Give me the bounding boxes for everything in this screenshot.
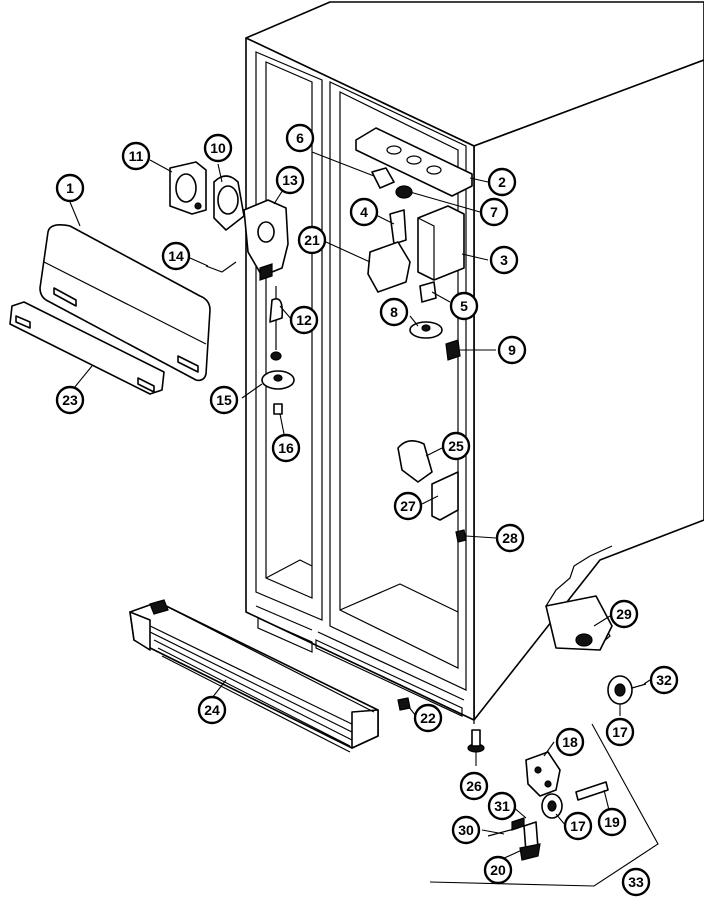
callout-2: 2: [487, 167, 517, 197]
wire-clip-14: [205, 261, 237, 273]
screw-28: [455, 529, 467, 543]
toe-grille: [129, 599, 379, 753]
callout-32: 32: [649, 665, 679, 695]
rear-cabinet-corner: [545, 545, 613, 651]
hinge-assembly: [487, 751, 609, 861]
svg-text:28: 28: [502, 530, 518, 546]
callout-26: 26: [459, 771, 489, 801]
svg-text:27: 27: [400, 498, 416, 514]
callout-22: 22: [413, 703, 443, 733]
air-duct-13: [243, 199, 289, 281]
svg-text:30: 30: [458, 822, 474, 838]
svg-text:31: 31: [494, 798, 510, 814]
callout-16: 16: [271, 433, 301, 463]
svg-text:11: 11: [129, 148, 144, 164]
socket-6: [371, 167, 395, 189]
light-bracket-27: [431, 471, 459, 521]
screw-16: [273, 403, 283, 415]
callout-6: 6: [285, 123, 315, 153]
callout-10: 10: [203, 133, 233, 163]
svg-text:17: 17: [612, 724, 628, 740]
svg-text:18: 18: [562, 734, 578, 750]
callout-27: 27: [393, 491, 423, 521]
callout-24: 24: [197, 695, 227, 725]
trim-strip: [9, 301, 165, 395]
thermostat-21: [367, 241, 411, 293]
svg-text:7: 7: [490, 204, 498, 220]
small-screw-22: [397, 697, 411, 711]
svg-text:20: 20: [490, 862, 506, 878]
svg-text:14: 14: [168, 248, 184, 264]
switch-4: [389, 209, 407, 245]
svg-text:15: 15: [216, 392, 232, 408]
terminal-5: [419, 281, 437, 303]
damper-part-10: [213, 175, 245, 231]
svg-text:24: 24: [204, 702, 220, 718]
callout-3: 3: [489, 245, 519, 275]
callout-8: 8: [379, 297, 409, 327]
control-knob-8: [409, 321, 443, 339]
light-socket-25: [397, 440, 433, 483]
callout-25: 25: [441, 431, 471, 461]
callout-19: 19: [597, 807, 627, 837]
callout-9: 9: [497, 335, 527, 365]
callout-23: 23: [55, 385, 85, 415]
cabinet-shell: [245, 1, 704, 724]
callout-17: 17: [605, 717, 635, 747]
callout-17-lower: 17: [563, 811, 593, 841]
svg-text:16: 16: [278, 440, 294, 456]
svg-text:29: 29: [616, 606, 632, 622]
svg-text:33: 33: [628, 874, 644, 890]
callout-18: 18: [555, 727, 585, 757]
callout-15: 15: [209, 385, 239, 415]
svg-text:5: 5: [460, 298, 468, 314]
svg-text:23: 23: [62, 392, 78, 408]
callout-11: 11: [121, 141, 151, 171]
svg-text:22: 22: [420, 710, 436, 726]
light-bracket-2: [355, 127, 473, 197]
svg-text:3: 3: [500, 252, 508, 268]
control-knob-15: [261, 370, 295, 390]
callout-21: 21: [297, 225, 327, 255]
callout-13: 13: [275, 165, 305, 195]
callout-5: 5: [449, 291, 479, 321]
callout-20: 20: [483, 855, 513, 885]
callout-29: 29: [609, 599, 639, 629]
svg-text:4: 4: [360, 204, 368, 220]
light-shield-3: [417, 205, 465, 281]
kit-bracket-lines: [429, 723, 659, 887]
roller-wheel-right: [607, 675, 647, 705]
callout-7: 7: [479, 197, 509, 227]
light-bulb-7: [395, 185, 413, 199]
control-shaft-12: [269, 286, 284, 361]
callout-12: 12: [289, 305, 319, 335]
callout-14: 14: [161, 241, 191, 271]
svg-text:6: 6: [296, 130, 304, 146]
svg-text:13: 13: [282, 172, 298, 188]
svg-text:8: 8: [390, 304, 398, 320]
callout-1: 1: [55, 173, 85, 203]
svg-text:9: 9: [508, 342, 516, 358]
callout-33: 33: [621, 867, 651, 897]
clip-9: [445, 339, 461, 361]
control-panel-cover: [39, 224, 211, 382]
svg-text:10: 10: [210, 140, 226, 156]
svg-text:32: 32: [656, 672, 672, 688]
svg-text:17: 17: [570, 818, 586, 834]
leveling-leg: [467, 729, 485, 753]
svg-text:2: 2: [498, 174, 506, 190]
damper-housing-11: [169, 161, 207, 215]
callout-28: 28: [495, 523, 525, 553]
callout-4: 4: [349, 197, 379, 227]
svg-text:26: 26: [466, 778, 482, 794]
svg-text:1: 1: [66, 180, 74, 196]
svg-text:19: 19: [604, 814, 620, 830]
callout-31: 31: [487, 791, 517, 821]
svg-text:25: 25: [448, 438, 464, 454]
svg-text:21: 21: [304, 232, 320, 248]
svg-text:12: 12: [296, 312, 312, 328]
callout-30: 30: [451, 815, 481, 845]
